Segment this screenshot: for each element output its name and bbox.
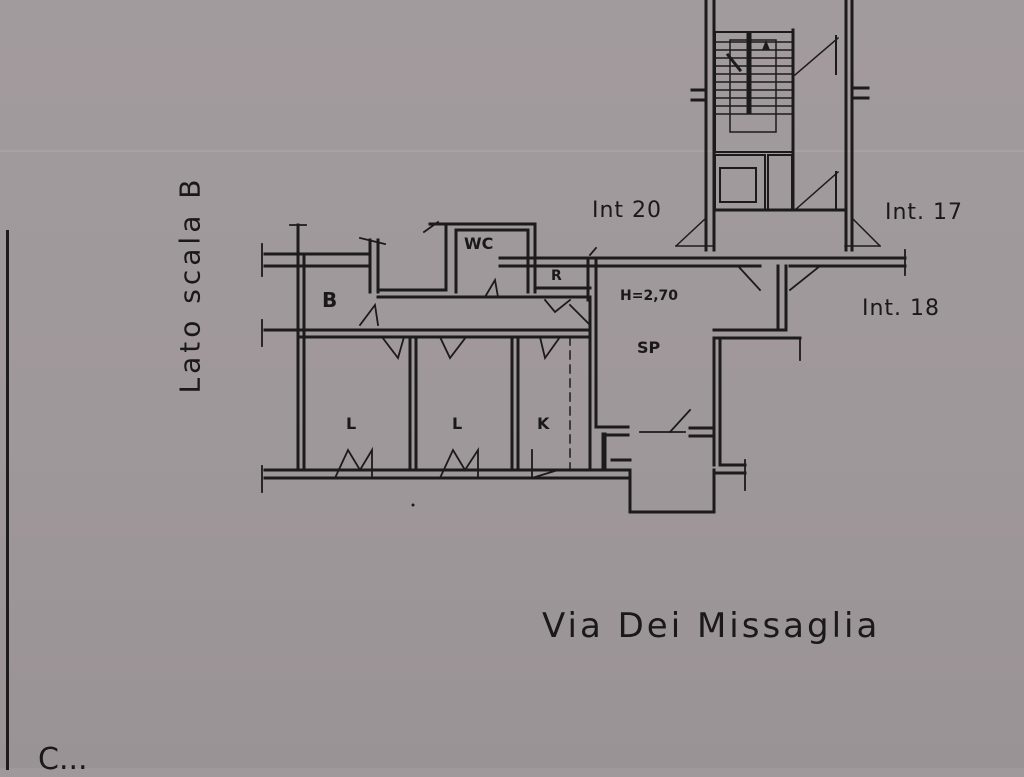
room-label-bathroom: B: [322, 288, 338, 312]
room-label-bedroom-1: L: [346, 414, 357, 433]
side-note-staircase-b: Lato scala B: [173, 175, 207, 394]
neighbor-unit-18: Int. 18: [862, 296, 941, 321]
neighbor-unit-17: Int. 17: [885, 200, 964, 225]
wall-stubs: [261, 220, 906, 493]
room-label-kitchen: K: [537, 414, 550, 433]
footer-handwriting-partial: C...: [38, 742, 88, 777]
room-label-wc: WC: [464, 234, 494, 253]
street-name: Via Dei Missaglia: [542, 606, 881, 646]
landing: [674, 216, 882, 248]
paper-fold: [0, 150, 1024, 152]
ceiling-height-note: H=2,70: [620, 288, 678, 304]
doors-windows: [333, 246, 822, 480]
sheet-border-line: [6, 230, 9, 770]
room-label-bedroom-2: L: [452, 414, 463, 433]
apartment-walls: [263, 222, 907, 514]
room-label-living: SP: [637, 338, 661, 357]
stair-tower: [690, 0, 870, 252]
neighbor-unit-20: Int 20: [592, 198, 663, 223]
room-label-storage: R: [551, 268, 562, 284]
